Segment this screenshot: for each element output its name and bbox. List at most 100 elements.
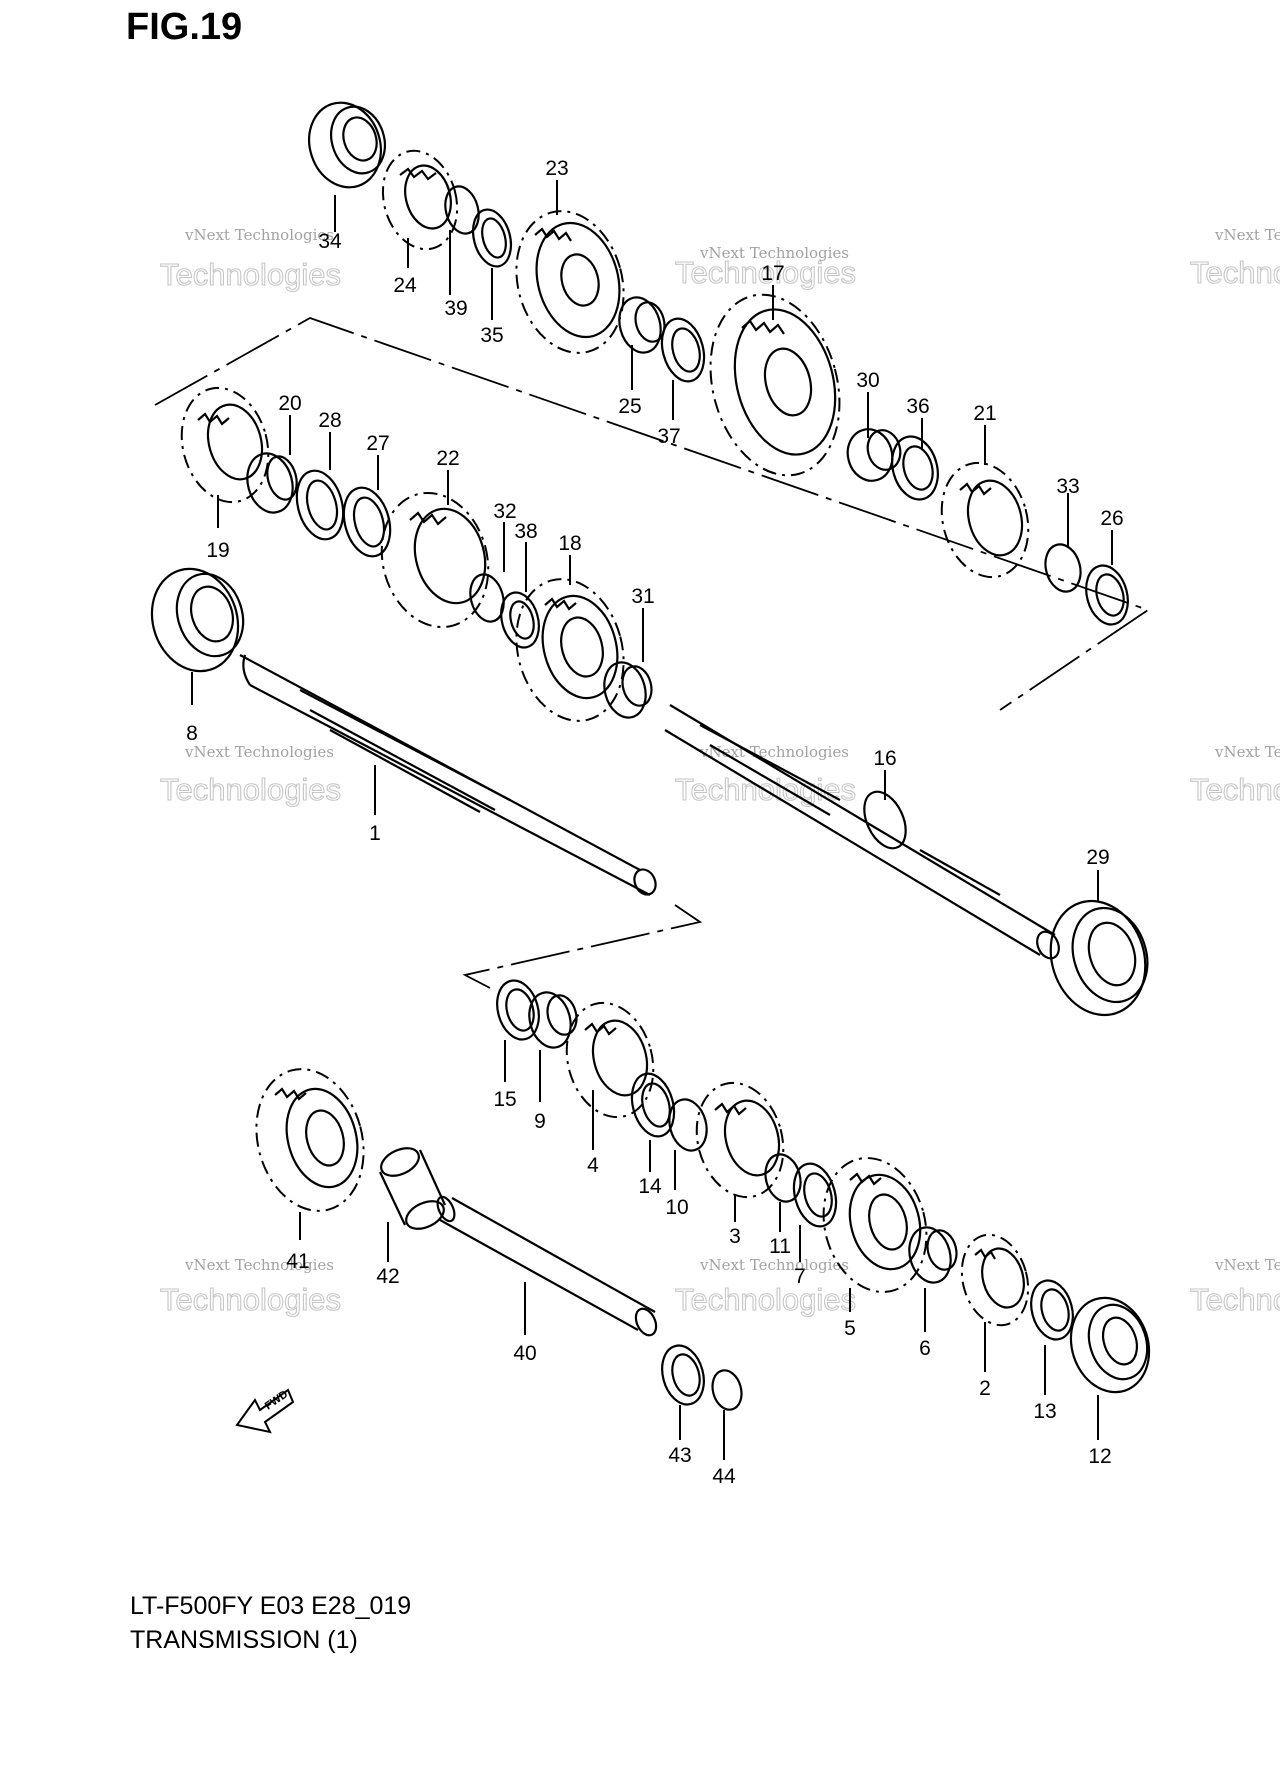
gear-2 — [960, 1233, 1030, 1327]
model-code: LT-F500FY E03 E28_019 — [130, 1592, 412, 1620]
callout-34: 34 — [318, 230, 342, 253]
watermark: vNext Technologies Technologies — [674, 1256, 856, 1318]
bushing-25 — [618, 296, 666, 354]
watermark-text: vNext Technologies — [184, 743, 334, 761]
washer-35 — [471, 208, 513, 268]
callout-37: 37 — [657, 425, 680, 448]
washer-7 — [792, 1162, 838, 1228]
circlip-44 — [711, 1369, 743, 1411]
bushing-30 — [846, 428, 902, 482]
callout-3: 3 — [729, 1225, 741, 1248]
washer-38 — [500, 591, 540, 649]
callout-17: 17 — [761, 262, 784, 285]
washer-26 — [1085, 564, 1129, 626]
gear-22 — [380, 491, 490, 629]
washer-28 — [295, 469, 345, 541]
section-title: TRANSMISSION (1) — [130, 1626, 358, 1654]
circlip-39 — [444, 185, 480, 235]
watermark-text: vNext Technologies — [699, 743, 849, 761]
washer-36 — [891, 435, 939, 501]
watermark-outline: Technologies — [1190, 255, 1280, 290]
callout-24: 24 — [393, 274, 417, 297]
callout-35: 35 — [480, 324, 503, 347]
callout-16: 16 — [873, 747, 896, 770]
gear-5 — [822, 1157, 928, 1293]
callout-6: 6 — [919, 1337, 931, 1360]
callout-23: 23 — [545, 157, 568, 180]
watermark-text: vNext Technologies — [184, 1256, 334, 1274]
callout-40: 40 — [513, 1342, 536, 1365]
watermark-outline: Technologies — [1190, 1282, 1280, 1317]
bearing-12 — [1069, 1296, 1151, 1394]
watermark-text: vNext Technologies — [184, 226, 334, 244]
gear-3 — [695, 1081, 785, 1199]
watermark: vNext Technologies Technologies — [159, 226, 341, 293]
driveshaft-16 — [664, 704, 1060, 960]
watermark: vNext Technologies Technologies — [1189, 226, 1280, 291]
gear-4 — [565, 1001, 655, 1119]
watermark: vNext Technologies Technologies — [1189, 1256, 1280, 1318]
circlip-32 — [469, 573, 505, 623]
callout-41: 41 — [286, 1250, 309, 1273]
callout-43: 43 — [668, 1444, 691, 1467]
callout-20: 20 — [278, 392, 301, 415]
shaft-40 — [436, 1195, 658, 1337]
watermark: vNext Technologies Technologies — [159, 1256, 341, 1318]
watermark: vNext Technologies Technologies — [1189, 743, 1280, 808]
callout-27: 27 — [366, 432, 389, 455]
watermark-group: vNext Technologies Technologies vNext Te… — [159, 226, 1280, 1318]
callout-39: 39 — [444, 297, 467, 320]
watermark-text: vNext Technologies — [699, 244, 849, 262]
bushing-31 — [603, 661, 653, 719]
watermark-outline: Technologies — [675, 255, 856, 290]
callout-19: 19 — [206, 539, 229, 562]
watermark-outline: Technologies — [160, 772, 341, 807]
callout-42: 42 — [376, 1265, 399, 1288]
bearing-8 — [150, 567, 245, 673]
callout-10: 10 — [665, 1196, 688, 1219]
callout-14: 14 — [638, 1175, 662, 1198]
leader-lines — [191, 180, 1113, 1460]
callout-15: 15 — [493, 1088, 516, 1111]
callout-36: 36 — [906, 395, 929, 418]
circlip-10 — [668, 1098, 708, 1152]
callout-labels: 34 24 39 35 23 25 37 17 30 36 21 33 26 2… — [186, 157, 1124, 1488]
callout-32: 32 — [493, 500, 516, 523]
bearing-34 — [308, 101, 386, 189]
circlip-33 — [1044, 543, 1082, 593]
washer-27 — [342, 486, 392, 558]
circlip-11 — [764, 1153, 802, 1203]
callout-38: 38 — [514, 520, 537, 543]
washer-13 — [1030, 1279, 1074, 1341]
watermark: vNext Technologies Technologies — [674, 244, 856, 291]
countershaft-assembly-frame — [154, 317, 1150, 711]
callout-25: 25 — [618, 395, 641, 418]
gear-41 — [255, 1068, 365, 1212]
callout-11: 11 — [769, 1235, 791, 1258]
callout-26: 26 — [1100, 507, 1123, 530]
watermark: vNext Technologies Technologies — [159, 743, 341, 808]
watermark-outline: Technologies — [160, 1282, 341, 1317]
callout-18: 18 — [558, 532, 581, 555]
callout-8: 8 — [186, 722, 198, 745]
callout-22: 22 — [436, 447, 459, 470]
callout-5: 5 — [844, 1317, 856, 1340]
watermark-outline: Technologies — [160, 257, 341, 292]
watermark-text: vNext Technologies — [1214, 1256, 1280, 1274]
callout-30: 30 — [856, 369, 879, 392]
gear-21 — [940, 461, 1030, 579]
callout-44: 44 — [712, 1465, 736, 1488]
watermark-text: vNext Technologies — [1214, 226, 1280, 244]
bushing-9 — [528, 991, 578, 1049]
bushing-42 — [379, 1147, 447, 1230]
gear-23 — [515, 210, 625, 354]
gear-19 — [180, 386, 270, 504]
gear-24 — [381, 149, 459, 251]
callout-12: 12 — [1088, 1445, 1111, 1468]
callout-13: 13 — [1033, 1400, 1056, 1423]
washer-43 — [661, 1344, 705, 1406]
fwd-arrow-icon: FWD — [235, 1388, 295, 1434]
washer-37 — [660, 317, 706, 383]
gear-17 — [709, 293, 841, 477]
